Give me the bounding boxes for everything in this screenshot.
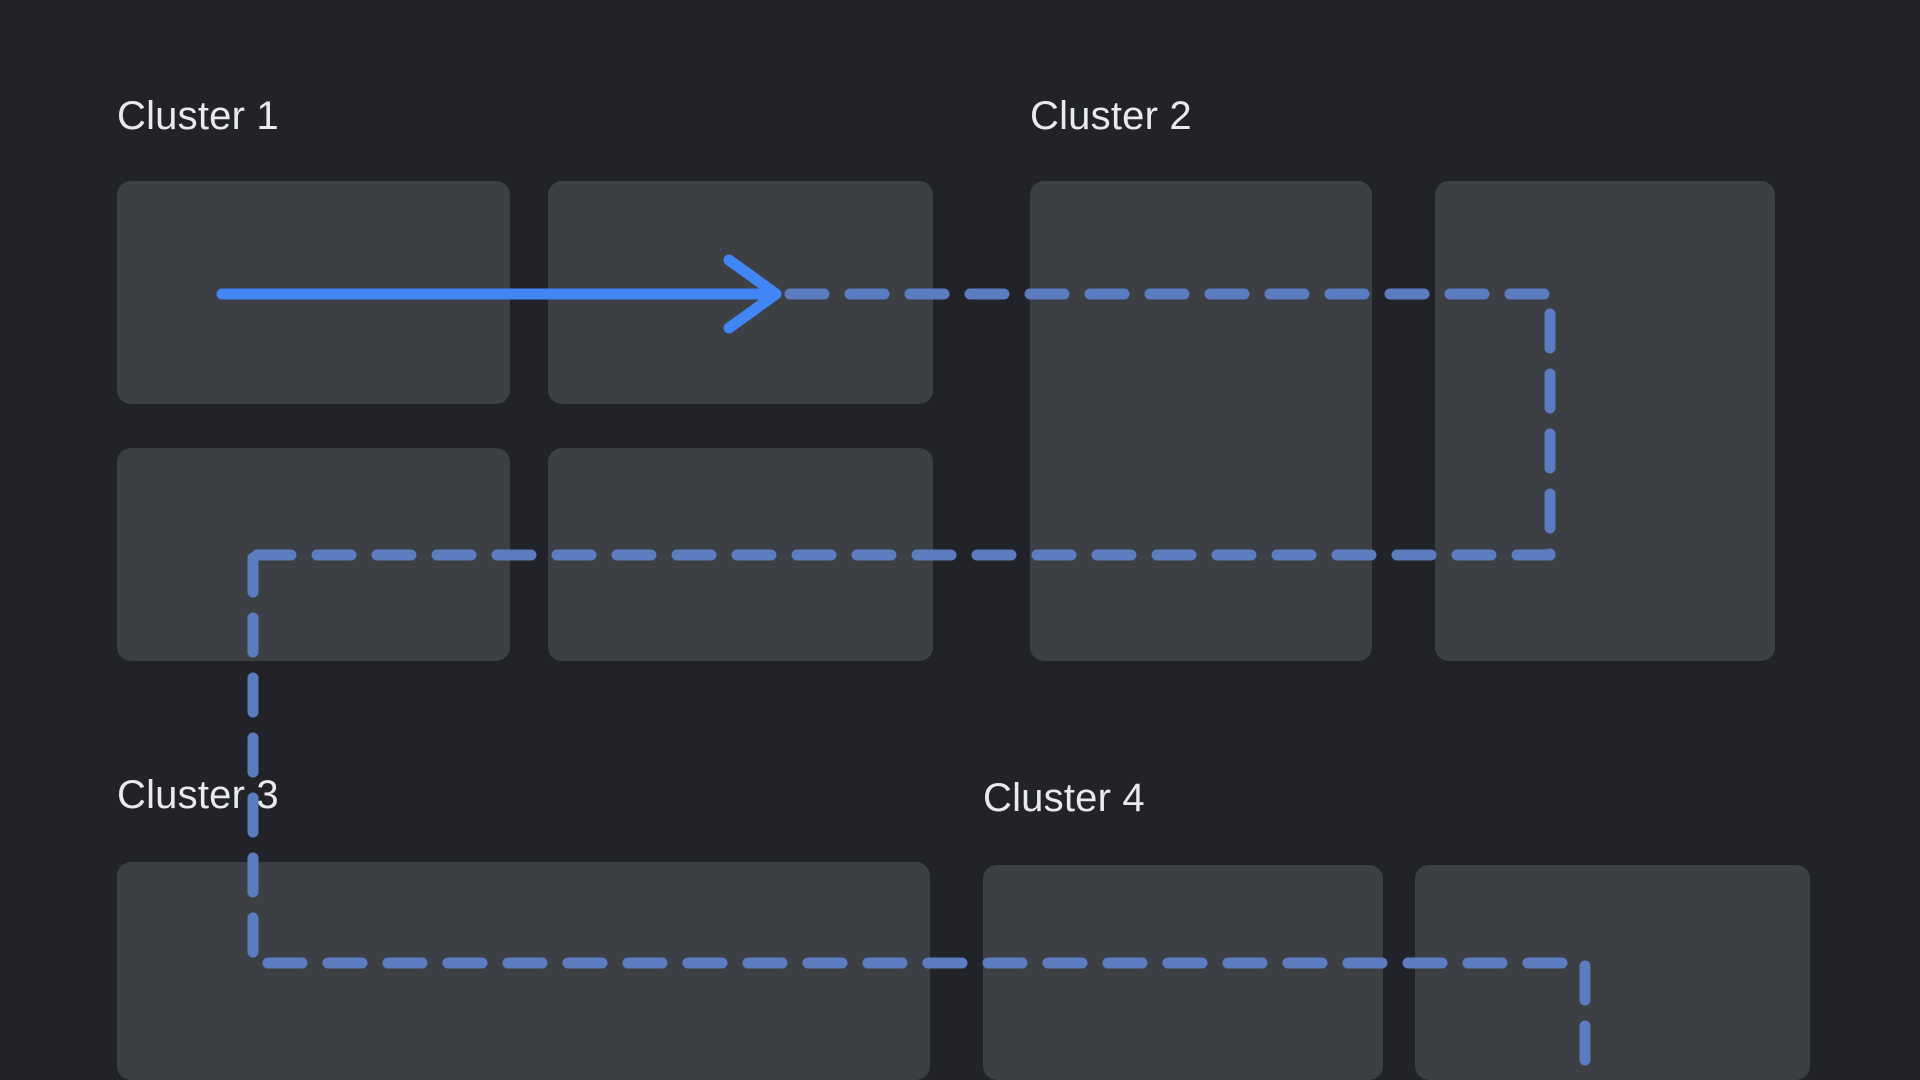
node-card[interactable]: [1435, 181, 1775, 661]
cluster-label-4: Cluster 4: [983, 776, 1145, 820]
cluster-label-3: Cluster 3: [117, 773, 279, 817]
node-card[interactable]: [1415, 865, 1810, 1080]
node-card[interactable]: [548, 448, 933, 661]
node-card[interactable]: [1030, 181, 1372, 661]
node-card[interactable]: [548, 181, 933, 404]
cluster-label-1: Cluster 1: [117, 94, 279, 138]
node-card[interactable]: [117, 448, 510, 661]
node-card[interactable]: [983, 865, 1383, 1080]
node-card[interactable]: [117, 862, 930, 1080]
cluster-label-2: Cluster 2: [1030, 94, 1192, 138]
node-card[interactable]: [117, 181, 510, 404]
